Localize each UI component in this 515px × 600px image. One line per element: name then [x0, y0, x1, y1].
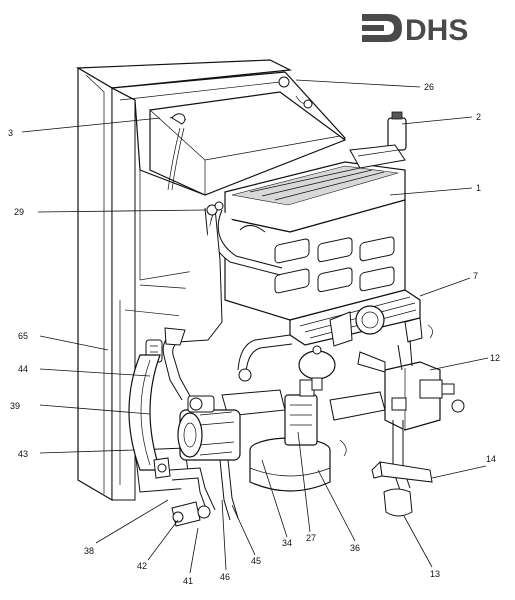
callout-34: 34	[282, 538, 292, 548]
callout-3: 3	[8, 128, 13, 138]
callout-39: 39	[10, 401, 20, 411]
callout-44: 44	[18, 364, 28, 374]
gas-inlet-pipe	[371, 420, 433, 517]
callout-45: 45	[251, 556, 261, 566]
callout-12: 12	[490, 353, 500, 363]
leader-lines	[21, 79, 489, 574]
callout-43: 43	[18, 449, 28, 459]
draught-hood	[149, 91, 347, 196]
callout-27: 27	[306, 533, 316, 543]
diverter-valve-assembly	[221, 334, 386, 492]
callout-2: 2	[476, 112, 481, 122]
callout-29: 29	[14, 207, 24, 217]
air-vent	[349, 111, 407, 169]
callout-14: 14	[486, 454, 496, 464]
callout-65: 65	[18, 331, 28, 341]
callout-13: 13	[430, 569, 440, 579]
left-pipework	[145, 201, 224, 401]
callout-26: 26	[424, 82, 434, 92]
heat-exchanger	[209, 161, 406, 321]
callout-labels: 26 2 3 1 29 7 65 12 44 39 43 14 38 42 41…	[8, 82, 500, 586]
callout-7: 7	[473, 271, 478, 281]
callout-42: 42	[137, 561, 147, 571]
burner-manifold	[289, 289, 433, 347]
callout-46: 46	[220, 572, 230, 582]
callout-38: 38	[84, 546, 94, 556]
callout-41: 41	[183, 576, 193, 586]
pressure-fitting-26	[278, 76, 313, 109]
callout-36: 36	[350, 543, 360, 553]
callout-1: 1	[476, 183, 481, 193]
dhs-logo-mark	[362, 14, 402, 42]
dhs-logo: DHS	[362, 14, 468, 47]
pump-assembly	[153, 395, 241, 527]
logo-text: DHS	[405, 14, 468, 47]
gas-valve	[357, 339, 465, 431]
